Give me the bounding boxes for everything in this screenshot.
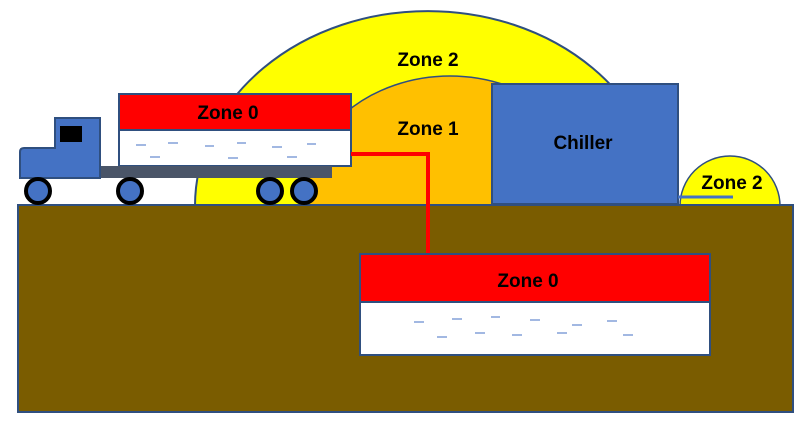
label-chiller: Chiller	[553, 133, 613, 154]
label-zone2-small: Zone 2	[701, 173, 762, 194]
label-zone0-trailer: Zone 0	[197, 103, 258, 124]
label-zone0-tank: Zone 0	[497, 271, 558, 292]
chiller-unit	[491, 83, 679, 205]
trailer-bed	[100, 166, 332, 178]
tank-liquid-marks	[414, 316, 633, 338]
transfer-pipe	[351, 152, 430, 254]
cab-rear-wheel	[116, 177, 144, 205]
label-zone2-large: Zone 2	[397, 50, 458, 71]
trailer-liquid-marks	[136, 142, 316, 159]
trailer-tank-liquid	[118, 129, 352, 167]
underground-tank-zone0	[359, 253, 711, 303]
trailer-wheel-1	[256, 177, 284, 205]
trailer-wheel-2	[290, 177, 318, 205]
front-wheel	[24, 177, 52, 205]
underground-tank-liquid	[359, 301, 711, 356]
truck-wheels	[24, 177, 318, 205]
label-zone1: Zone 1	[397, 119, 459, 140]
truck-window	[60, 126, 82, 142]
zone2-small-dome	[679, 155, 781, 207]
